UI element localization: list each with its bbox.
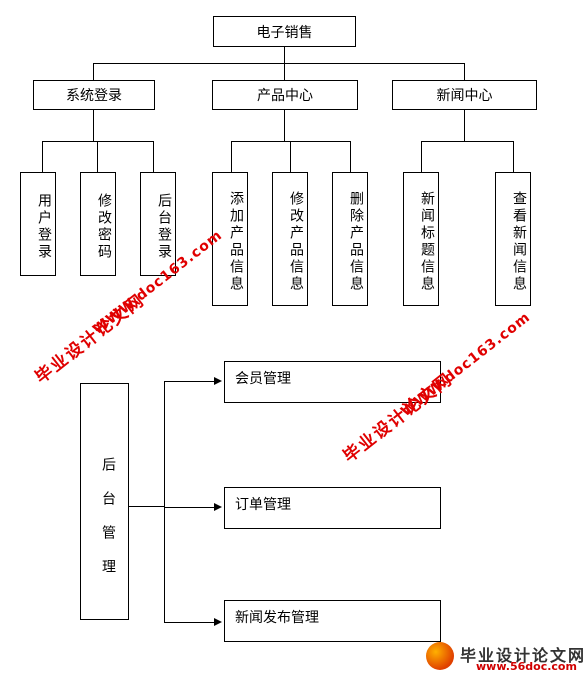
connector <box>153 141 154 172</box>
arrow-head <box>214 377 222 385</box>
site-logo: 毕业设计论文网 www.56doc.com <box>420 640 586 673</box>
root-node: 电子销售 <box>213 16 356 47</box>
leaf-node-delete-product: 删除产品信息 <box>332 172 368 306</box>
connector <box>284 63 285 80</box>
logo-icon <box>426 642 454 670</box>
arrow-head <box>214 618 222 626</box>
leaf-node-backend-login: 后台登录 <box>140 172 176 276</box>
connector <box>164 622 216 623</box>
connector <box>164 507 216 508</box>
connector <box>129 506 165 507</box>
connector <box>93 63 94 80</box>
connector <box>290 141 291 172</box>
connector <box>421 141 422 172</box>
leaf-node-news-title: 新闻标题信息 <box>403 172 439 306</box>
target-node-news-publish-management: 新闻发布管理 <box>224 600 441 642</box>
category-node-system-login: 系统登录 <box>33 80 155 110</box>
connector <box>42 141 43 172</box>
backend-management-node: 后台管理 <box>80 383 129 620</box>
connector <box>93 110 94 141</box>
leaf-node-add-product: 添加产品信息 <box>212 172 248 306</box>
connector <box>464 63 465 80</box>
connector <box>164 381 165 623</box>
target-node-member-management: 会员管理 <box>224 361 441 403</box>
connector <box>164 381 216 382</box>
connector <box>231 141 232 172</box>
connector <box>284 110 285 141</box>
connector <box>421 141 514 142</box>
connector <box>464 110 465 141</box>
category-node-news-center: 新闻中心 <box>392 80 537 110</box>
connector <box>97 141 98 172</box>
connector <box>93 63 465 64</box>
connector <box>284 47 285 63</box>
target-node-order-management: 订单管理 <box>224 487 441 529</box>
leaf-node-change-password: 修改密码 <box>80 172 116 276</box>
leaf-node-edit-product: 修改产品信息 <box>272 172 308 306</box>
connector <box>513 141 514 172</box>
logo-title: 毕业设计论文网 <box>460 646 586 665</box>
leaf-node-view-news: 查看新闻信息 <box>495 172 531 306</box>
leaf-node-user-login: 用户登录 <box>20 172 56 276</box>
logo-url: www.56doc.com <box>476 660 577 673</box>
connector <box>350 141 351 172</box>
arrow-head <box>214 503 222 511</box>
category-node-product-center: 产品中心 <box>212 80 358 110</box>
